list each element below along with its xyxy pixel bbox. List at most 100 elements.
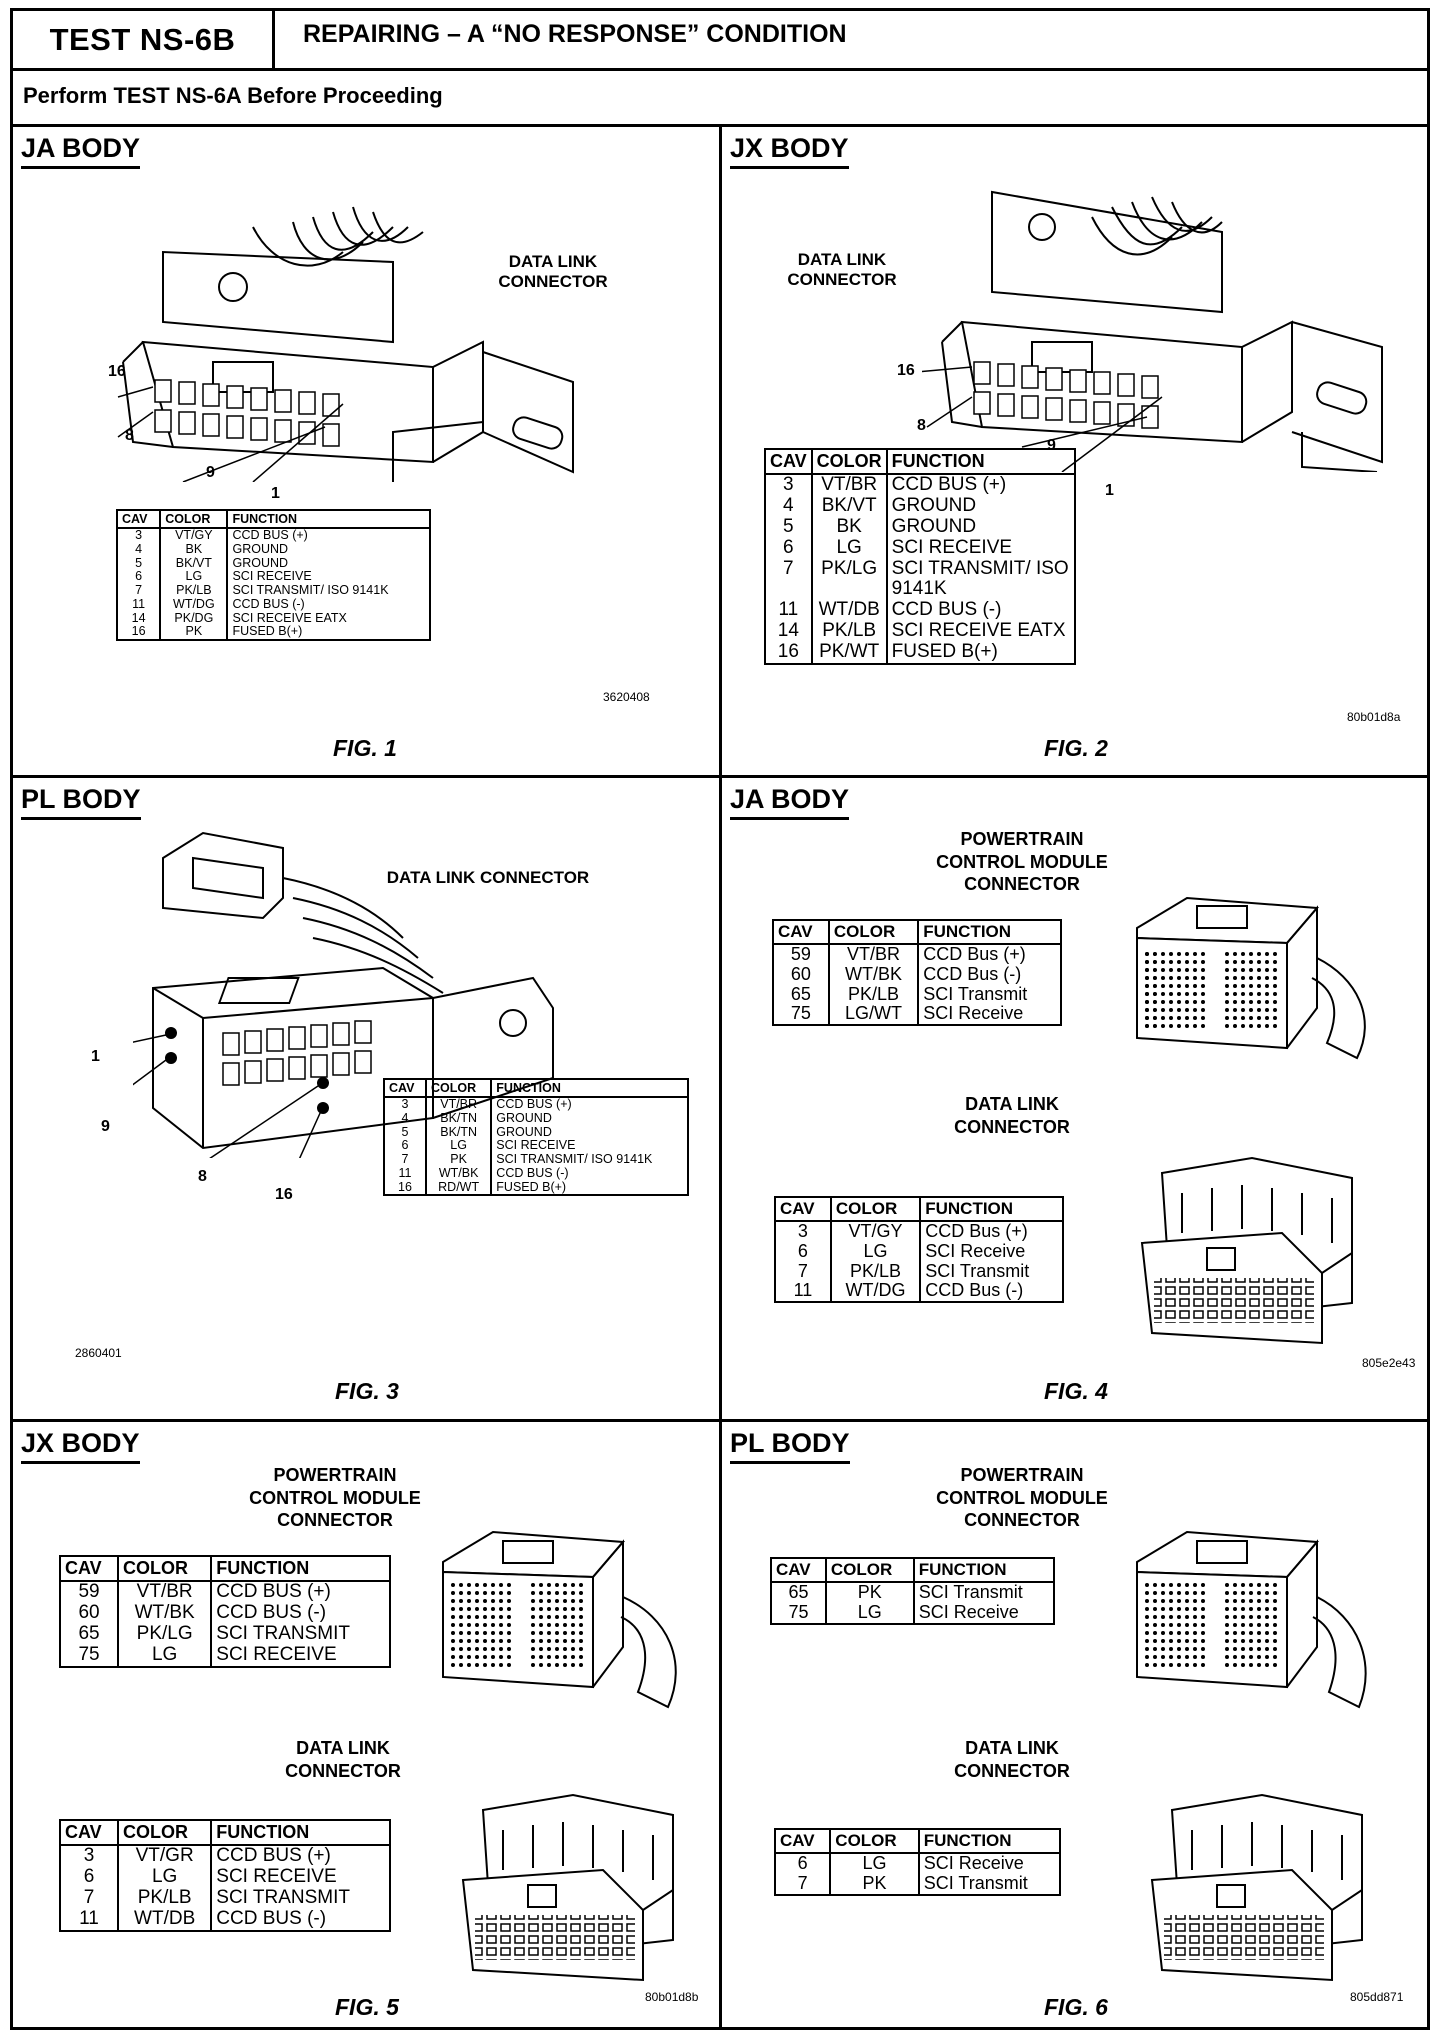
pcm-connector-label: POWERTRAIN CONTROL MODULE CONNECTOR [936,829,1108,894]
pin-label-9: 9 [101,1118,110,1135]
cavity-cell: 6 [115,569,162,584]
body-title: JX BODY [21,1428,140,1464]
panel-fig6: PL BODY POWERTRAIN CONTROL MODULE CONNEC… [722,1422,1427,2033]
function-cell: SCI RECEIVE [490,1138,689,1153]
color-cell: WT/BK [827,964,920,985]
panel-fig3: PL BODY DATA LINK CONNECTOR [13,778,719,1419]
function-cell: SCI Transmit [917,1873,1062,1895]
image-code: 3620408 [603,690,650,704]
figure-grid: JA BODY DATA LINK CONNECTOR [13,124,1427,2030]
column-header: FUNCTION [919,1196,1064,1222]
figure-caption: FIG. 2 [1044,735,1108,761]
column-header: FUNCTION [917,1828,1062,1854]
column-header: FUNCTION [885,448,1077,475]
function-cell: SCI TRANSMIT [210,1623,391,1645]
cavity-cell: 59 [58,1581,120,1603]
column-header: FUNCTION [490,1078,689,1098]
cavity-cell: 6 [58,1866,120,1888]
function-cell: FUSED B(+) [885,641,1077,665]
column-header: COLOR [117,1555,213,1582]
function-cell: SCI RECEIVE EATX [885,620,1077,643]
figure-caption: FIG. 4 [1044,1378,1108,1404]
cavity-cell: 11 [774,1281,832,1303]
color-cell: LG [424,1138,493,1153]
cavity-cell: 16 [764,641,813,665]
figure-caption: FIG. 6 [1044,1994,1108,2020]
pin-label-1: 1 [271,485,280,502]
connector-label: DATA LINK CONNECTOR [386,868,590,887]
color-cell: WT/BK [117,1602,213,1624]
cavity-cell: 3 [383,1097,427,1112]
color-cell: LG/WT [827,1004,920,1026]
image-code: 80b01d8a [1347,710,1401,724]
cavity-cell: 11 [115,597,162,612]
pin-label-1: 1 [91,1048,100,1065]
cavity-cell: 7 [764,558,813,601]
column-header: COLOR [824,1557,915,1583]
cavity-cell: 6 [774,1241,832,1262]
column-header: CAV [764,448,813,475]
pin-label-16: 16 [275,1186,293,1203]
data-link-connector-drawing [117,206,574,482]
cavity-cell: 16 [115,624,162,640]
body-title: PL BODY [730,1428,850,1464]
pin-label-9: 9 [206,464,215,481]
color-cell: LG [829,1241,922,1262]
column-header: COLOR [827,919,920,945]
cavity-cell: 11 [58,1908,120,1931]
function-cell: GROUND [226,542,431,557]
column-header: CAV [58,1819,120,1846]
column-header: CAV [772,919,830,945]
color-cell: BK [810,516,888,538]
cavity-cell: 59 [772,944,830,965]
function-cell: CCD Bus (+) [917,944,1062,965]
dlc-connector-drawing [461,1793,674,1982]
function-cell: SCI Receive [917,1004,1062,1026]
column-header: COLOR [117,1819,213,1846]
column-header: CAV [58,1555,120,1582]
color-cell: LG [824,1602,915,1624]
color-cell: WT/DB [810,599,888,622]
cavity-cell: 3 [58,1845,120,1867]
grid-divider-row2 [13,1419,1427,1422]
figure-caption: FIG. 3 [335,1378,399,1404]
dlc-connector-label: DATA LINK CONNECTOR [285,1738,401,1781]
column-header: FUNCTION [912,1557,1056,1583]
dlc-connector-label: DATA LINK CONNECTOR [954,1094,1070,1137]
function-cell: FUSED B(+) [226,624,431,640]
color-cell: PK [159,624,229,640]
data-link-connector-drawing [922,190,1383,472]
pcm-connector-label: POWERTRAIN CONTROL MODULE CONNECTOR [249,1465,421,1530]
cavity-cell: 7 [58,1887,120,1909]
function-cell: CCD BUS (+) [210,1581,391,1603]
pin-label-16: 16 [897,362,915,379]
pin-label-1: 1 [1105,482,1114,499]
color-cell: PK [829,1873,920,1895]
